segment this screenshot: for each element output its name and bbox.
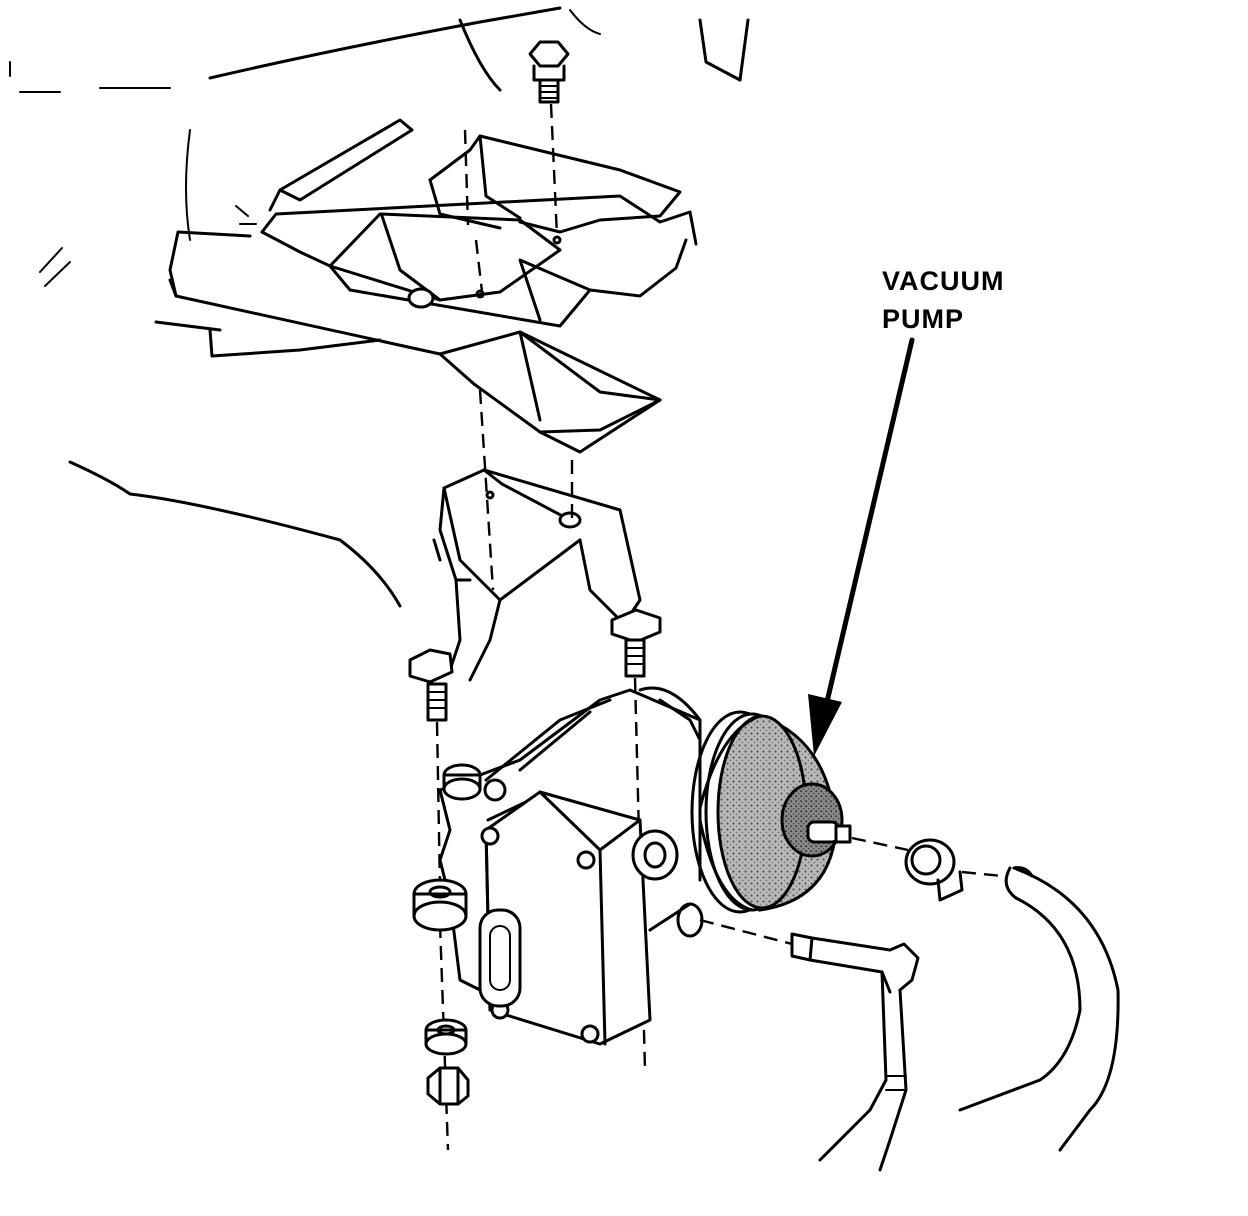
frame-crossmember xyxy=(154,118,698,454)
bracket-bolt-left xyxy=(408,648,454,722)
vacuum-line xyxy=(699,918,920,1172)
callout-label-line2: PUMP xyxy=(882,304,965,334)
hose-clamp xyxy=(904,838,1003,902)
vacuum-pump-callout-arrow xyxy=(808,337,915,756)
callout-label-line1: VACUUM xyxy=(882,266,1005,296)
pump-body xyxy=(438,686,704,1046)
vacuum-hose xyxy=(958,866,1120,1152)
lower-washer xyxy=(424,1018,468,1056)
bracket-guide-lines xyxy=(478,389,574,591)
upper-bolt xyxy=(528,40,570,104)
vehicle-body-outline xyxy=(9,6,750,608)
mount-spacer-upper xyxy=(442,763,482,801)
pump-outlet-fitting xyxy=(806,820,909,852)
lower-nut xyxy=(426,1066,470,1106)
bracket-bolt-right xyxy=(610,608,662,678)
pump-bracket xyxy=(432,468,642,682)
mount-spacer-lower xyxy=(412,878,468,932)
